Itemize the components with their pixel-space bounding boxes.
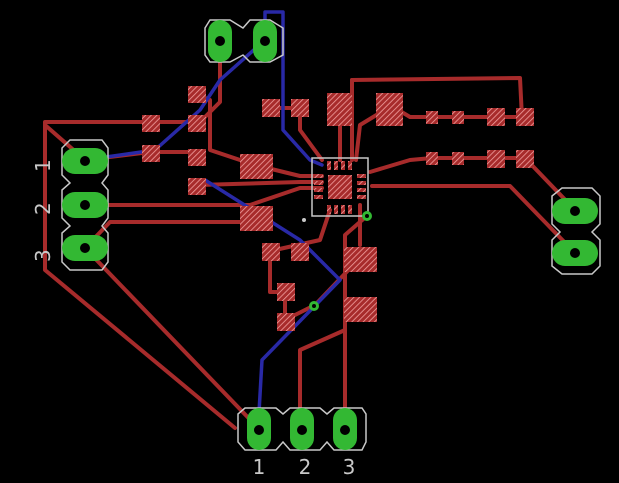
pad-led2b [452, 152, 464, 165]
pad-r1 [188, 86, 206, 103]
trace-net-left-mid [83, 186, 324, 207]
trace-net-left-low [83, 220, 257, 250]
qfn-thermal-pad [328, 175, 352, 199]
pad-large5 [344, 247, 377, 272]
trace-qfn-left1 [196, 180, 324, 187]
qfn-ic [302, 157, 369, 222]
qfn-pins [314, 161, 366, 214]
smd-pads [142, 86, 534, 331]
pad-large1 [240, 154, 273, 179]
left-header-hole-2 [80, 200, 90, 210]
qfn-pin1-marker [302, 218, 306, 222]
pad-r3 [188, 115, 206, 132]
pad-large3 [327, 93, 352, 126]
left-header-outline [61, 139, 109, 271]
pad-r10 [516, 150, 534, 168]
left-header-label-2: 2 [31, 202, 55, 215]
pad-c3 [262, 243, 280, 261]
bottom-header-hole-1 [254, 425, 264, 435]
pad-led1a [426, 111, 438, 124]
trace-right-bus1 [368, 156, 434, 174]
pad-led2a [426, 152, 438, 165]
bottom-header-outline [237, 407, 367, 451]
via-1-hole [365, 214, 369, 218]
bottom-header-label-1: 1 [253, 455, 266, 479]
pad-large4 [376, 93, 403, 126]
pad-c1 [262, 99, 280, 117]
pad-r7 [487, 108, 505, 126]
bottom-header-hole-2 [297, 425, 307, 435]
pad-c2 [291, 99, 309, 117]
trace-header3-to-bottom [83, 246, 262, 432]
bottom-header-label-3: 3 [343, 455, 356, 479]
bottom-header-label-2: 2 [299, 455, 312, 479]
right-header-hole-2 [570, 248, 580, 258]
left-header: 1 2 3 [31, 139, 109, 271]
pad-c6 [277, 313, 295, 331]
right-header [551, 187, 601, 275]
pad-large2 [240, 206, 273, 231]
trace-top-cap-chain [268, 106, 324, 162]
trace-right-to-header [370, 184, 577, 255]
top-header-hole-1 [215, 36, 225, 46]
bottom-trace-top-to-left [83, 38, 267, 162]
pad-r6 [188, 178, 206, 195]
trace-to-bottom2 [298, 328, 347, 432]
pad-r5 [188, 149, 206, 166]
left-header-label-3: 3 [31, 249, 55, 262]
pad-large6 [344, 297, 377, 322]
left-header-hole-1 [80, 156, 90, 166]
right-header-outline [551, 187, 601, 275]
pad-c5 [277, 283, 295, 301]
top-header-hole-2 [260, 36, 270, 46]
bottom-header: 1 2 3 [237, 407, 367, 479]
qfn-outline [311, 157, 369, 217]
trace-outer-diagonal [43, 123, 237, 430]
pad-r4 [142, 145, 160, 162]
pad-c4 [291, 243, 309, 261]
pad-r8 [516, 108, 534, 126]
right-header-hole-1 [570, 206, 580, 216]
pad-led1b [452, 111, 464, 124]
trace-center-to-cap [273, 208, 332, 252]
pad-r9 [487, 150, 505, 168]
vias [309, 211, 372, 311]
left-header-hole-3 [80, 243, 90, 253]
bottom-header-hole-3 [340, 425, 350, 435]
top-header [204, 19, 284, 63]
top-header-outline [204, 19, 284, 63]
via-2-hole [312, 304, 316, 308]
left-header-label-1: 1 [31, 159, 55, 172]
pad-r2 [142, 115, 160, 132]
top-copper-layer [43, 38, 577, 432]
trace-top-loop [350, 76, 524, 120]
